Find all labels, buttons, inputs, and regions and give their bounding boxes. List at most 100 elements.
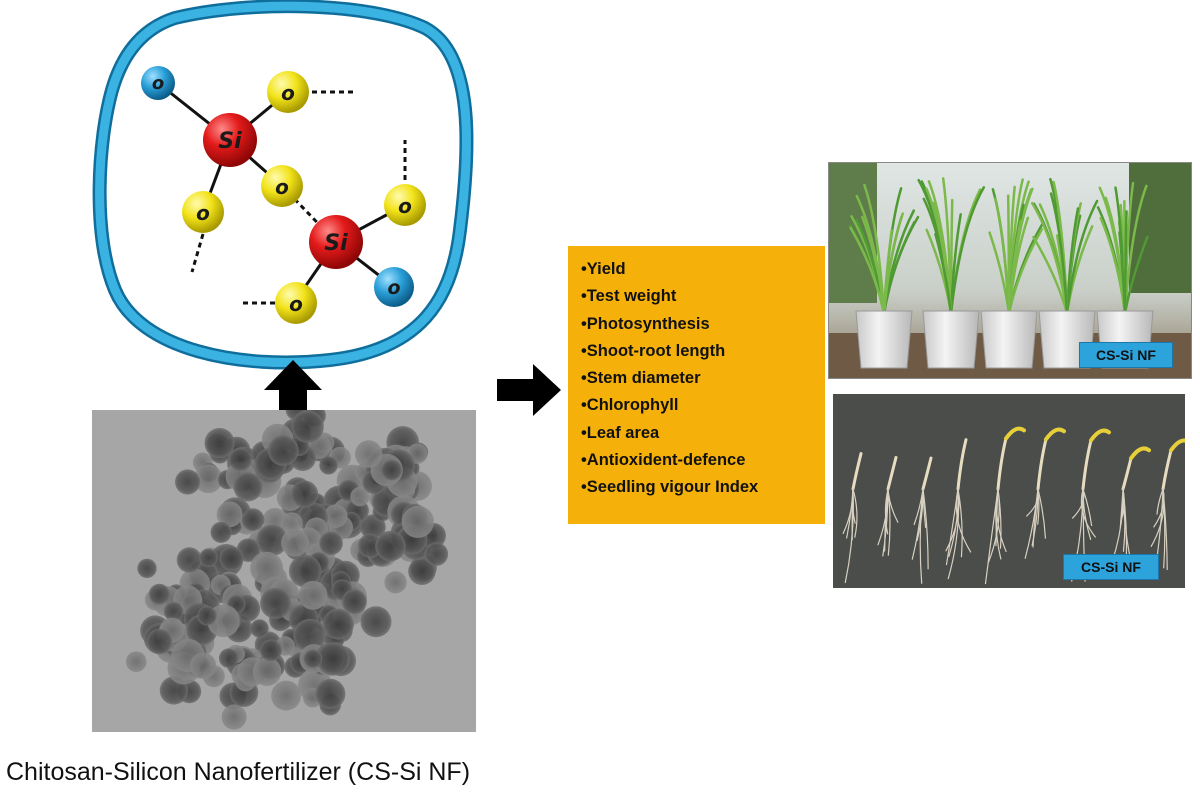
plants-photo-label: CS-Si NF xyxy=(1079,342,1173,368)
seedling-root xyxy=(1122,488,1126,552)
nanoparticle xyxy=(381,459,402,481)
nanoparticle xyxy=(250,619,269,638)
nanoparticle xyxy=(216,501,243,528)
seedling-shoot xyxy=(921,456,933,491)
nanoparticle xyxy=(219,546,244,571)
nanoparticle xyxy=(163,601,184,622)
nanoparticle xyxy=(268,435,299,466)
svg-text:o: o xyxy=(196,201,210,225)
seedling-root xyxy=(887,488,899,523)
seedling-leaf xyxy=(1004,426,1026,441)
nanoparticle xyxy=(260,587,292,619)
potted-plants-photo: CS-Si NF xyxy=(828,162,1192,379)
nanoparticle xyxy=(298,580,328,610)
effect-item-test-weight: •Test weight xyxy=(581,287,677,306)
flower-pot xyxy=(980,310,1038,369)
nanoparticle xyxy=(259,639,282,662)
nanoparticle xyxy=(125,651,147,673)
seedlings-photo: CS-Si NF xyxy=(833,394,1185,588)
nanoparticle xyxy=(401,505,434,538)
seedling-root xyxy=(852,488,858,538)
nanoparticle xyxy=(384,571,407,594)
seedling-leaf xyxy=(1129,446,1151,461)
nanoparticle xyxy=(197,606,217,626)
svg-text:o: o xyxy=(275,175,289,199)
silicon-atom-1: Si xyxy=(203,113,257,167)
effect-item-leaf-area: •Leaf area xyxy=(581,423,660,442)
nanoparticle xyxy=(281,528,309,557)
seedling-root xyxy=(913,488,924,526)
seedlings-photo-label: CS-Si NF xyxy=(1063,554,1159,580)
nanoparticle xyxy=(354,440,383,468)
nanoparticle xyxy=(293,618,327,653)
tem-micrograph xyxy=(92,410,476,732)
nanoparticle xyxy=(199,548,218,568)
nanoparticle xyxy=(218,648,239,669)
seedling-leaf xyxy=(1089,428,1111,443)
oxygen-atom-blue-2: o xyxy=(374,267,414,307)
nanoparticle xyxy=(291,410,324,443)
nanoparticle xyxy=(322,608,354,640)
oxygen-atom-1: o xyxy=(267,71,309,113)
figure-caption: Chitosan-Silicon Nanofertilizer (CS-Si N… xyxy=(6,758,471,786)
seedling-root xyxy=(997,488,1002,549)
nanoparticle xyxy=(210,521,232,543)
nanoparticle xyxy=(228,447,253,472)
seedling-shoot xyxy=(886,455,898,491)
potted-plants-image xyxy=(829,163,1191,378)
plant-leaf xyxy=(934,232,953,315)
seedling-root xyxy=(846,488,854,539)
plant-leaf xyxy=(855,194,886,315)
nanoparticle xyxy=(323,504,348,528)
seedling-leaf xyxy=(1044,427,1066,442)
seedling-shoot xyxy=(1121,456,1133,491)
oxygen-atom-bridge: o xyxy=(261,165,303,207)
seedling-shoot xyxy=(996,436,1008,491)
nanoparticle xyxy=(221,704,247,730)
seedling-shoot xyxy=(1081,438,1093,491)
svg-text:o: o xyxy=(289,292,303,316)
nanoparticle xyxy=(350,486,370,507)
nanoparticle xyxy=(319,531,343,556)
nanoparticle xyxy=(250,551,284,585)
silicon-atom-2: Si xyxy=(309,215,363,269)
svg-text:o: o xyxy=(398,194,412,218)
seedling-shoot xyxy=(1036,437,1048,491)
oxygen-atom-2: o xyxy=(182,191,224,233)
seedling-shoot xyxy=(1161,448,1173,491)
flower-pot xyxy=(922,310,980,369)
nanoparticle xyxy=(193,464,223,494)
nanoparticle xyxy=(280,512,303,535)
seedling-shoot xyxy=(851,452,863,491)
svg-text:o: o xyxy=(152,73,164,94)
seedling-root xyxy=(957,488,963,558)
svg-text:Si: Si xyxy=(218,129,242,154)
plant-leaf xyxy=(949,186,986,315)
svg-text:Si: Si xyxy=(324,231,348,256)
seedling-root xyxy=(922,488,929,570)
plant-leaf xyxy=(1065,207,1080,315)
oxygen-atom-3: o xyxy=(384,184,426,226)
effect-item-seedling-vigour: •Seedling vigour Index xyxy=(581,478,759,497)
nanoparticle xyxy=(303,649,323,668)
oxygen-atom-4: o xyxy=(275,282,317,324)
nanoparticle xyxy=(256,524,288,556)
effect-item-yield: •Yield xyxy=(581,260,626,278)
effects-list: •Yield •Test weight •Photosynthesis •Sho… xyxy=(581,256,825,502)
nanoparticle xyxy=(252,657,282,686)
nanoparticle xyxy=(360,606,392,638)
nanoparticle xyxy=(271,680,302,711)
seedling-root xyxy=(1156,488,1164,515)
effect-item-antioxidant-defence: •Antioxident-defence xyxy=(581,451,746,470)
nanoparticle xyxy=(204,427,235,459)
effects-box: •Yield •Test weight •Photosynthesis •Sho… xyxy=(568,246,825,524)
structure-svg: o Si o o o Si o o xyxy=(92,0,474,370)
seedling-root xyxy=(1150,488,1165,547)
seedling-root xyxy=(996,488,1007,553)
effect-item-stem-diameter: •Stem diameter xyxy=(581,369,701,388)
nanoparticle xyxy=(375,530,406,562)
right-arrow-icon xyxy=(497,364,561,416)
effect-item-photosynthesis: •Photosynthesis xyxy=(581,314,710,333)
effect-item-chlorophyll: •Chlorophyll xyxy=(581,396,679,415)
nanoparticle xyxy=(176,547,203,573)
